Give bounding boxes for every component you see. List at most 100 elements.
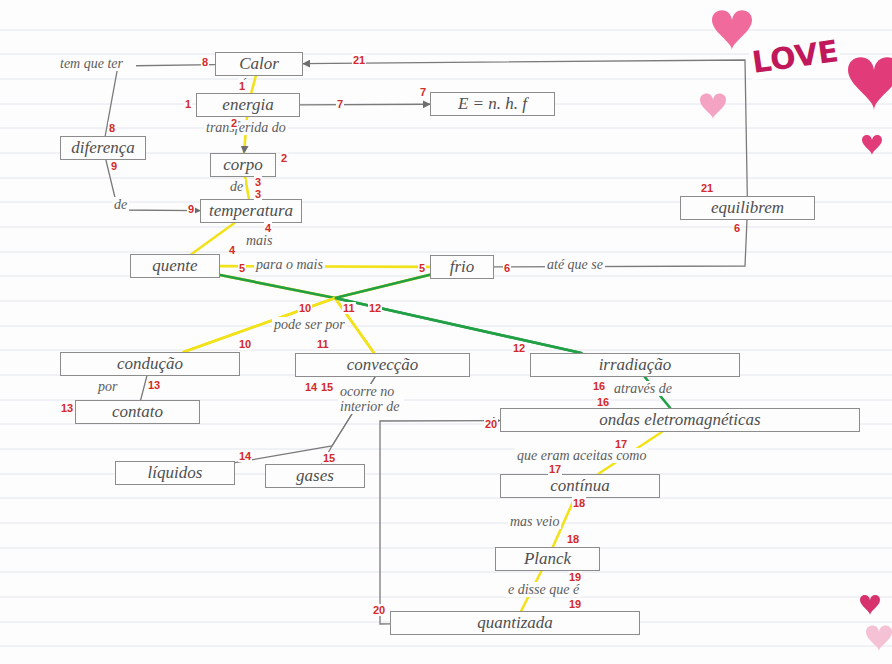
- callout-number: 1: [238, 80, 246, 92]
- callout-number: 2: [280, 152, 288, 164]
- concept-text: temperatura: [209, 201, 293, 221]
- connector: [251, 76, 256, 93]
- callout-number: 20: [372, 604, 386, 616]
- connector: [300, 104, 430, 106]
- callout-number: 4: [228, 244, 236, 256]
- callout-number: 15: [320, 381, 334, 393]
- callout-number: 20: [484, 418, 498, 430]
- linking-phrase: por: [96, 379, 119, 394]
- heart-decoration: [700, 10, 892, 651]
- linking-phrase: de: [112, 197, 129, 212]
- linking-phrase: até que se: [545, 257, 605, 272]
- callout-number: 16: [596, 396, 610, 408]
- callout-number: 1: [184, 98, 192, 110]
- linking-phrase: ocorre no interior de: [338, 384, 404, 414]
- callout-number: 9: [187, 203, 195, 215]
- concept-box: E = n. h. f: [430, 92, 555, 116]
- connector: [494, 220, 747, 267]
- concept-text: E = n. h. f: [439, 94, 546, 114]
- connector: [335, 275, 581, 353]
- linking-phrase: para o mais: [254, 257, 325, 272]
- concept-text: Planck: [504, 549, 591, 569]
- connector: [184, 275, 335, 352]
- connector: [380, 421, 500, 624]
- callout-number: 11: [316, 338, 330, 350]
- callout-number: 10: [298, 302, 312, 314]
- concept-text: corpo: [219, 155, 267, 175]
- callout-number: 16: [592, 380, 606, 392]
- linking-phrase: através de: [612, 381, 674, 396]
- concept-box: Calor: [215, 52, 303, 76]
- linking-phrase: transferida do: [204, 120, 288, 135]
- ruled-lines: [0, 30, 892, 646]
- callout-number: 17: [548, 463, 562, 475]
- linking-phrase: e disse que é: [506, 582, 581, 597]
- connector: [303, 60, 747, 196]
- callout-number: 19: [568, 571, 582, 583]
- concept-box: quantizada: [390, 611, 640, 635]
- concept-text: diferença: [69, 138, 137, 158]
- connector: [245, 177, 249, 199]
- callout-number: 21: [352, 54, 366, 66]
- connector: [141, 376, 147, 400]
- linking-phrase: mais: [244, 233, 274, 248]
- concept-box: energia: [196, 93, 300, 117]
- concept-text: quantizada: [399, 613, 631, 633]
- callout-number: 6: [733, 222, 741, 234]
- callout-number: 11: [342, 302, 356, 314]
- callout-number: 13: [147, 379, 161, 391]
- callout-number: 6: [503, 262, 511, 274]
- connector: [220, 275, 374, 353]
- callout-number: 17: [614, 438, 628, 450]
- concept-text: equilibrem: [689, 198, 806, 218]
- callout-number: 5: [238, 262, 246, 274]
- callout-number: 3: [254, 188, 262, 200]
- concept-box: líquidos: [115, 461, 235, 485]
- concept-box: gases: [265, 464, 365, 488]
- concept-text: irradiação: [539, 355, 731, 375]
- callout-number: 10: [238, 338, 252, 350]
- concept-box: corpo: [210, 153, 276, 177]
- connector: [220, 275, 581, 353]
- linking-phrase: de: [228, 179, 245, 194]
- callout-number: 13: [60, 402, 74, 414]
- callout-number: 14: [238, 450, 252, 462]
- concept-box: condução: [60, 352, 240, 376]
- concept-text: condução: [69, 354, 231, 374]
- callout-number: 21: [700, 182, 714, 194]
- concept-box: diferença: [60, 136, 146, 160]
- concept-box: irradiação: [530, 353, 740, 377]
- linking-phrase: pode ser por: [272, 317, 347, 332]
- callout-number: 18: [572, 497, 586, 509]
- concept-box: contínua: [500, 474, 660, 498]
- concept-box: equilibrem: [680, 196, 815, 220]
- concept-text: ondas eletromagnéticas: [509, 410, 851, 430]
- callout-number: 8: [108, 122, 116, 134]
- concept-text: gases: [274, 466, 356, 486]
- concept-box: temperatura: [200, 199, 302, 223]
- concept-text: frio: [439, 257, 485, 277]
- connector: [184, 275, 430, 352]
- callout-number: 8: [201, 56, 209, 68]
- concept-box: frio: [430, 255, 494, 279]
- callout-number: 4: [264, 222, 272, 234]
- callout-number: 7: [336, 98, 344, 110]
- callout-number: 19: [568, 598, 582, 610]
- concept-text: líquidos: [124, 463, 226, 483]
- decoration-text: LOVE: [748, 34, 842, 80]
- callout-number: 14: [304, 381, 318, 393]
- callout-number: 12: [512, 342, 526, 354]
- callout-number: 15: [322, 452, 336, 464]
- linking-phrase: mas veio: [508, 514, 561, 529]
- callout-number: 18: [566, 533, 580, 545]
- concept-text: contínua: [509, 476, 651, 496]
- linking-phrase: que eram aceitas como: [515, 448, 648, 463]
- linking-phrase: tem que ter: [58, 56, 136, 71]
- callout-number: 3: [254, 176, 262, 188]
- callout-number: 5: [418, 262, 426, 274]
- concept-box: convecção: [295, 353, 470, 377]
- callout-number: 2: [230, 117, 238, 129]
- concept-text: quente: [139, 256, 211, 276]
- concept-text: Calor: [224, 54, 294, 74]
